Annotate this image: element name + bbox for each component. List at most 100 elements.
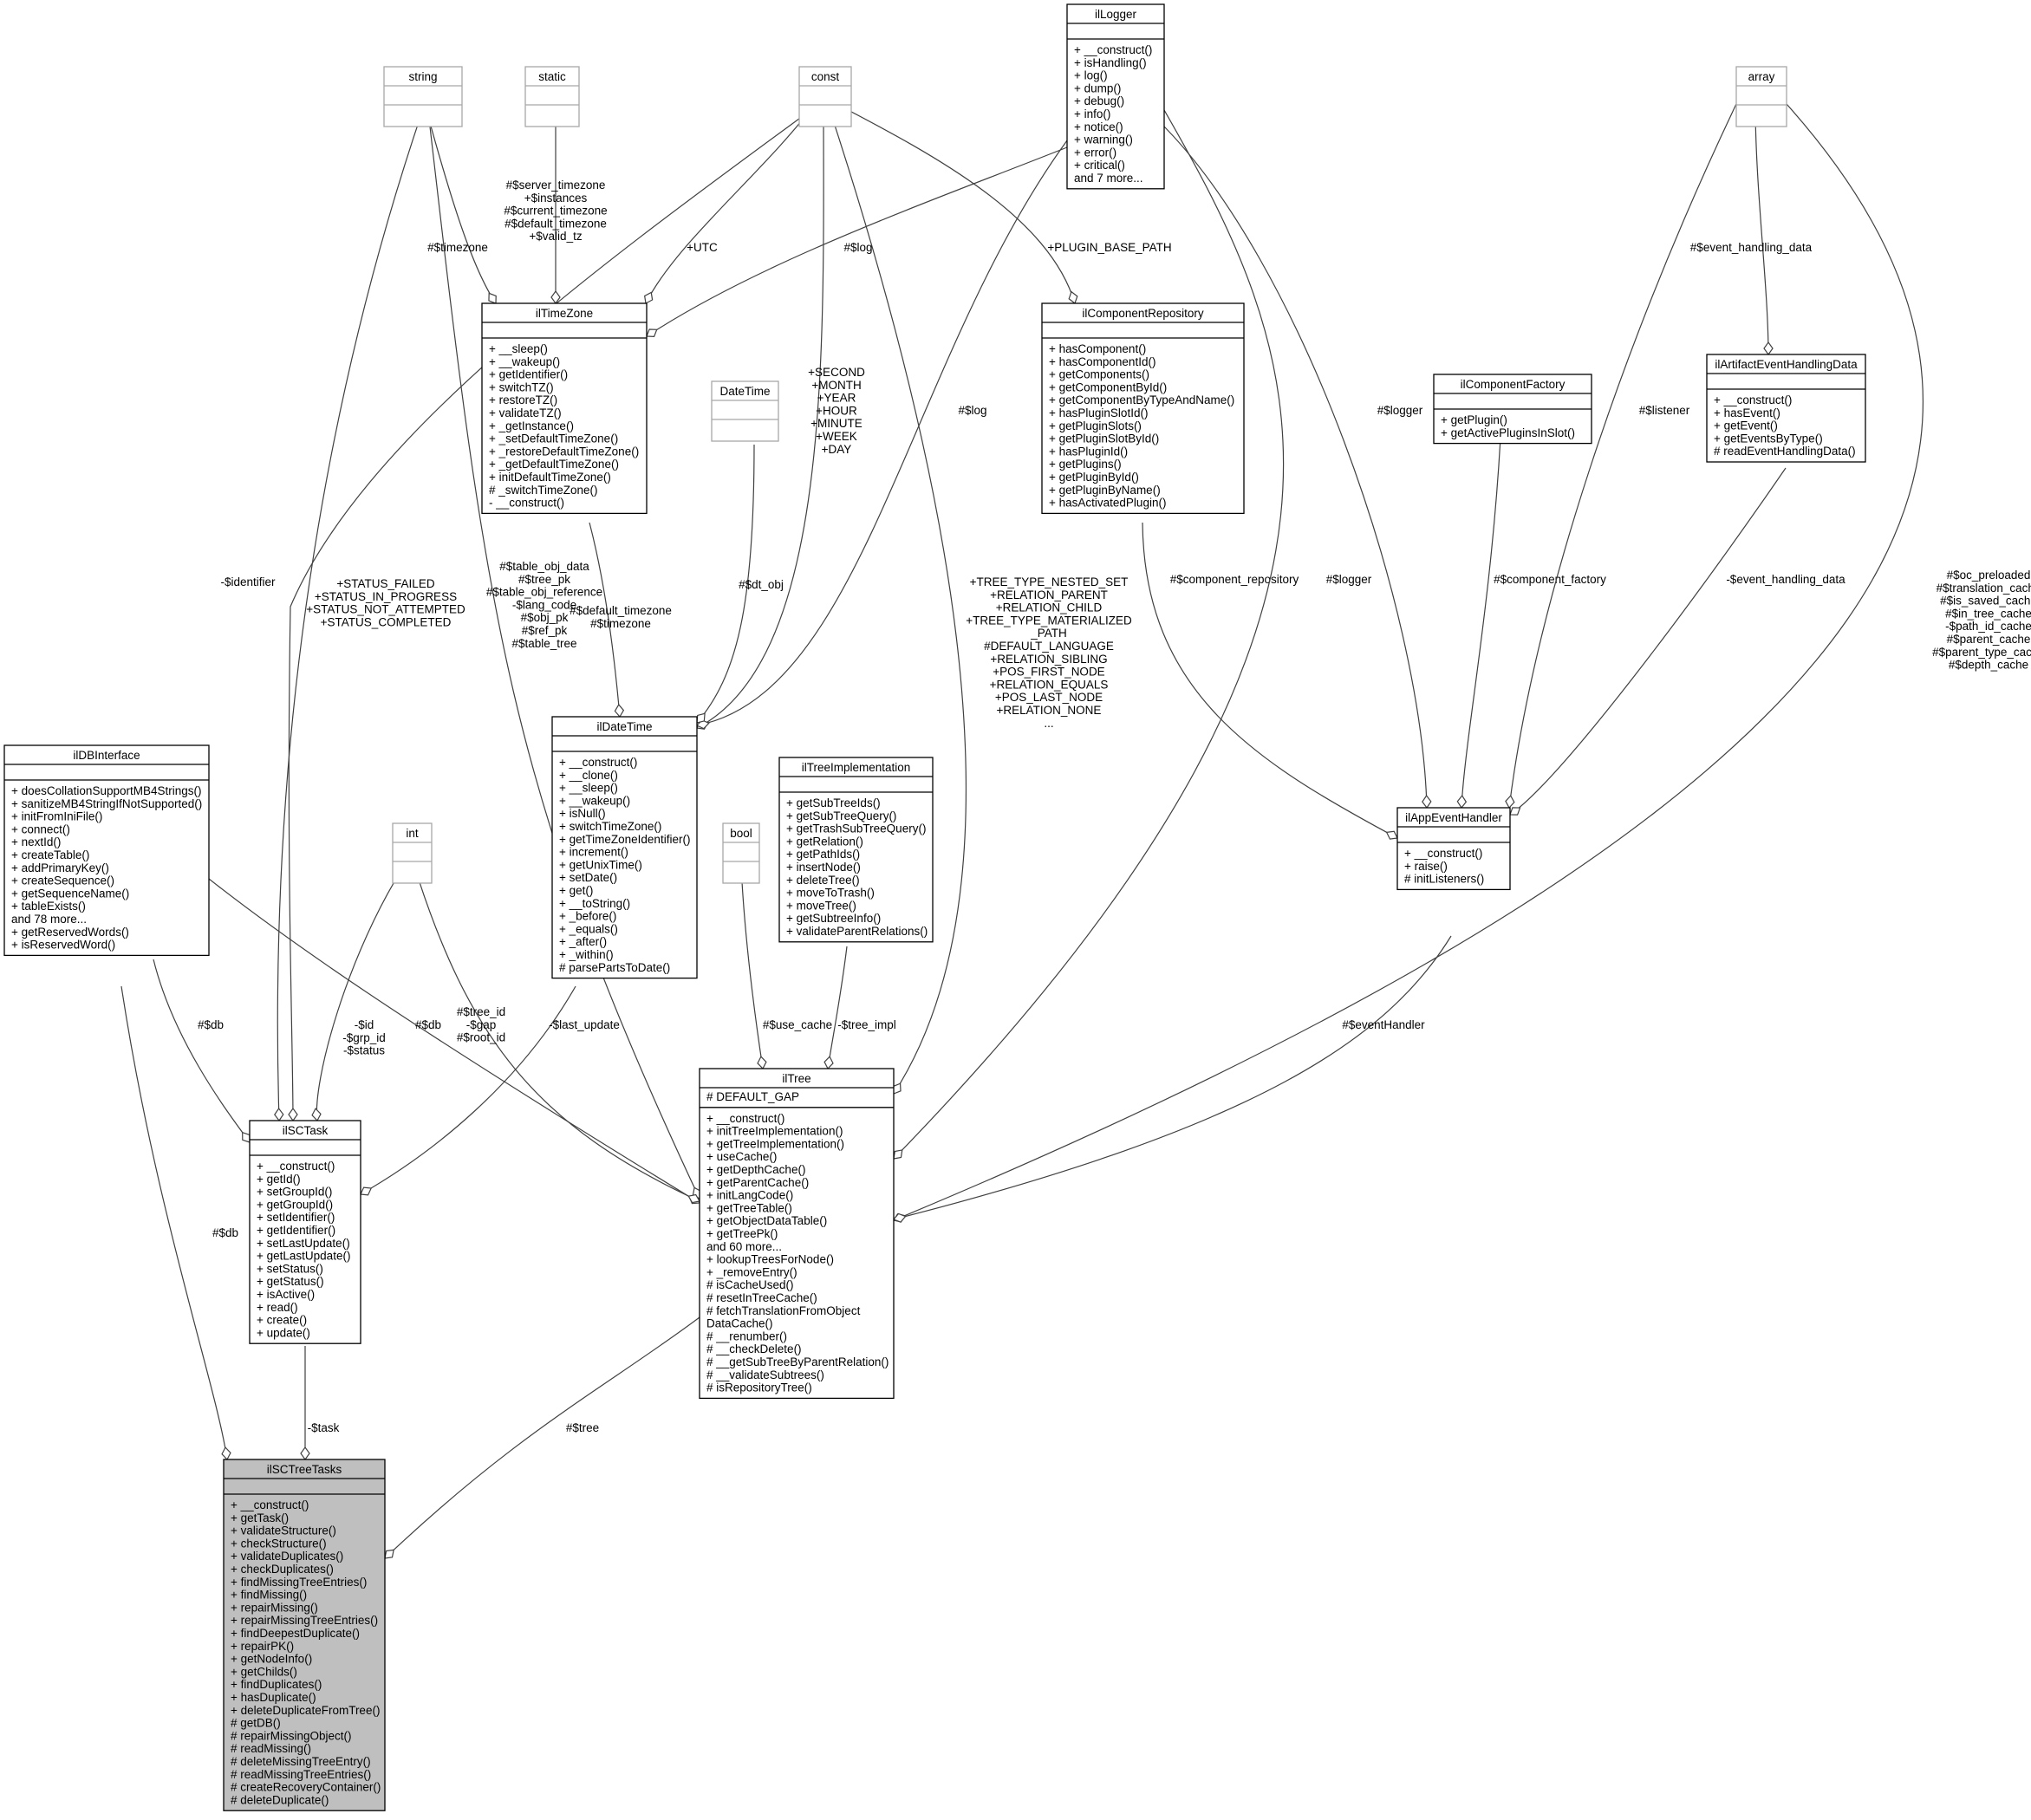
edge-30: -$task [300, 1345, 340, 1461]
class-name: int [406, 827, 419, 840]
class-method: + log() [1074, 69, 1108, 82]
class-method: + addPrimaryKey() [11, 861, 109, 874]
class-method: + getPluginSlotById() [1049, 432, 1159, 445]
edge-18: #$listener [1505, 103, 1737, 809]
class-name: ilAppEventHandler [1405, 811, 1502, 824]
edge-label: -$identifier [220, 575, 276, 588]
class-method: + initTreeImplementation() [706, 1125, 843, 1138]
class-method: + __construct() [706, 1112, 784, 1125]
edge-24: #$tree_id-$gap#$root_id [412, 860, 700, 1204]
class-method: + update() [257, 1326, 310, 1339]
aggregation-diamond [311, 1108, 322, 1122]
class-const: const [798, 66, 852, 127]
class-method: # fetchTranslationFromObject [706, 1304, 861, 1317]
class-method: + isHandling() [1074, 56, 1147, 69]
class-method: + getTrashSubTreeQuery() [786, 822, 926, 835]
aggregation-diamond [646, 328, 658, 337]
class-method: + _setDefaultTimeZone() [489, 432, 618, 445]
aggregation-diamond [614, 704, 625, 718]
edge-label: #$db [198, 1018, 224, 1031]
class-name: ilTreeImplementation [802, 761, 911, 774]
class-method: + checkDuplicates() [231, 1563, 334, 1576]
class-method: + restoreTZ() [489, 393, 557, 406]
aggregation-diamond [1505, 795, 1515, 809]
aggregation-diamond [696, 712, 706, 724]
class-method: # readMissing() [231, 1742, 311, 1755]
aggregation-diamond [1763, 341, 1774, 356]
class-il-dbinterface: ilDBInterface+ doesCollationSupportMB4St… [3, 744, 210, 957]
class-method: + getDepthCache() [706, 1163, 805, 1176]
class-method: + lookupTreesForNode() [706, 1253, 834, 1266]
class-name: ilComponentRepository [1082, 307, 1204, 320]
class-method: + findDeepestDuplicate() [231, 1627, 360, 1640]
aggregation-diamond [300, 1446, 310, 1461]
class-method: - __construct() [489, 497, 564, 510]
class-method: + getTimeZoneIdentifier() [559, 833, 690, 846]
class-int: int [392, 822, 433, 884]
class-method: and 78 more... [11, 913, 87, 926]
edge-label: +TREE_TYPE_NESTED_SET+RELATION_PARENT+RE… [966, 575, 1132, 730]
aggregation-diamond [892, 1212, 907, 1223]
edge-20: #$oc_preloaded#$translation_cache#$is_sa… [893, 103, 2031, 1223]
edge-7: #$log [695, 129, 1076, 730]
aggregation-diamond [892, 1082, 902, 1095]
class-method: + _after() [559, 935, 607, 948]
class-method: + moveTree() [786, 899, 856, 912]
class-name: ilSCTask [283, 1124, 329, 1137]
class-method: + getSubtreeInfo() [786, 912, 881, 925]
class-static: static [524, 66, 580, 127]
edge-label: #$oc_preloaded#$translation_cache#$is_sa… [1932, 569, 2031, 672]
edge-31: #$tree [384, 1316, 700, 1559]
class-method: + create() [257, 1314, 307, 1327]
edge-label: -$task [308, 1421, 340, 1434]
class-method: # deleteDuplicate() [231, 1793, 329, 1806]
class-il-tree: ilTree# DEFAULT_GAP+ __construct()+ init… [699, 1068, 895, 1400]
class-method: + _equals() [559, 922, 618, 935]
aggregation-diamond [384, 1549, 394, 1559]
aggregation-diamond [1422, 794, 1432, 809]
class-name: ilSCTreeTasks [267, 1463, 342, 1476]
class-method: # repairMissingObject() [231, 1729, 352, 1742]
edge-label: #$component_repository [1170, 573, 1299, 586]
class-method: + getSequenceName() [11, 887, 129, 900]
class-method: # readEventHandlingData() [1714, 445, 1856, 458]
edge-1: #$server_timezone+$instances#$current_ti… [504, 104, 608, 305]
class-method: # isCacheUsed() [706, 1278, 794, 1291]
aggregation-diamond [643, 291, 654, 304]
class-method: + getIdentifier() [257, 1224, 335, 1237]
edge-label: #$logger [1377, 404, 1423, 417]
class-method: + initFromIniFile() [11, 810, 102, 823]
class-method: + read() [257, 1301, 298, 1314]
edge-label: -$id-$grp_id-$status [342, 1018, 386, 1057]
class-method: DataCache() [706, 1317, 773, 1330]
class-method: + getParentCache() [706, 1176, 809, 1189]
class-method: + findMissingTreeEntries() [231, 1576, 367, 1589]
edge-19: -$event_handling_data [1509, 467, 1845, 816]
edge-label: #$server_timezone+$instances#$current_ti… [504, 179, 607, 243]
class-name: array [1748, 70, 1775, 83]
class-method: + __construct() [559, 756, 637, 769]
class-method: + switchTZ() [489, 380, 554, 393]
class-method: + repairPK() [231, 1640, 294, 1653]
class-method: + getTreePk() [706, 1227, 778, 1240]
class-method: # readMissingTreeEntries() [231, 1768, 371, 1781]
class-method: + setStatus() [257, 1262, 323, 1275]
edge-label: +PLUGIN_BASE_PATH [1047, 241, 1171, 254]
class-method: # parsePartsToDate() [559, 961, 670, 974]
class-method: + _within() [559, 948, 614, 961]
class-method: + getPluginByName() [1049, 484, 1161, 497]
class-method: + validateDuplicates() [231, 1550, 343, 1563]
class-method: + getRelation() [786, 835, 863, 848]
class-method: + _removeEntry() [706, 1265, 797, 1278]
edge-label: #$eventHandler [1342, 1018, 1425, 1031]
class-method: + sanitizeMB4StringIfNotSupported() [11, 797, 202, 810]
class-method: + useCache() [706, 1150, 777, 1163]
class-method: + getLastUpdate() [257, 1250, 350, 1263]
class-method: + findDuplicates() [231, 1678, 322, 1691]
class-method: + connect() [11, 822, 70, 835]
class-array: array [1735, 66, 1787, 127]
class-method: + dump() [1074, 81, 1121, 94]
edge-label: #$event_handling_data [1690, 241, 1813, 254]
class-method: + getPluginSlots() [1049, 419, 1142, 432]
aggregation-diamond [1509, 807, 1521, 816]
